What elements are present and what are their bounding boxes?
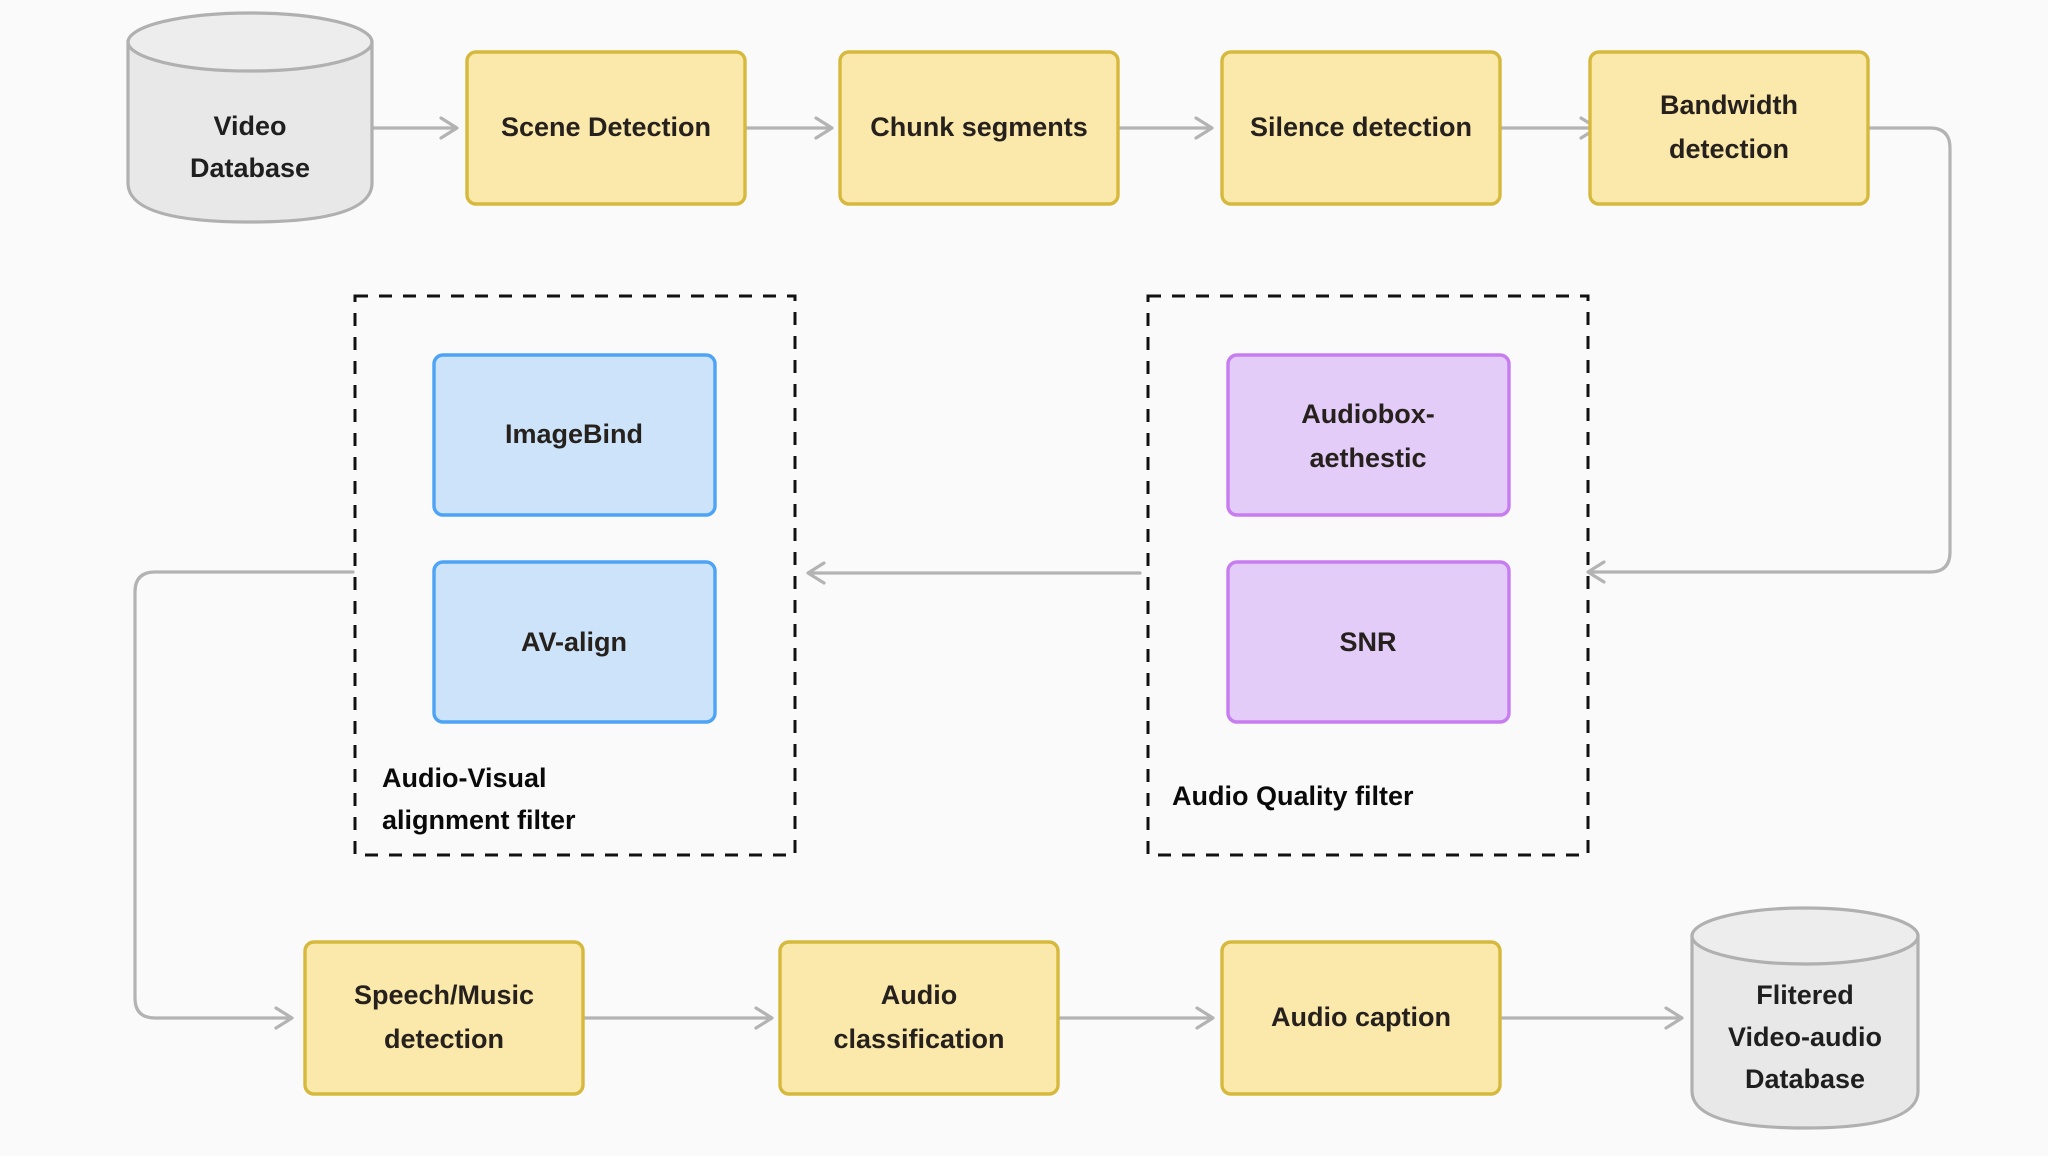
filtered-database-top-ellipse — [1690, 906, 1920, 966]
group-audio-quality-filter[interactable]: Audiobox- aethestic SNR Audio Quality fi… — [1146, 294, 1590, 857]
audio-quality-filter-dashed-box — [1146, 294, 1590, 857]
edges-layer — [133, 116, 1952, 1030]
snr-box — [1226, 560, 1511, 724]
video-database[interactable]: Video Database — [126, 11, 374, 224]
audio-visual-alignment-filter-label-line-1: Audio-Visual — [382, 763, 547, 793]
audio-classification-label-line-2: classification — [833, 1024, 1004, 1054]
audio-caption-box — [1220, 940, 1502, 1096]
node-bandwidth-detection[interactable]: Bandwidth detection — [1588, 50, 1870, 206]
filtered-video-audio-database[interactable]: Flitered Video-audio Database — [1690, 906, 1920, 1130]
video-database-body — [126, 40, 374, 224]
filtered-database-label-line-2: Video-audio — [1728, 1022, 1882, 1052]
audio-classification-label-line-1: Audio — [881, 980, 957, 1010]
speech-music-detection-label-line-1: Speech/Music — [354, 980, 534, 1010]
node-audio-classification[interactable]: Audio classification — [778, 940, 1060, 1096]
bandwidth-detection-box — [1588, 50, 1870, 206]
node-audio-caption[interactable]: Audio caption — [1220, 940, 1502, 1096]
audiobox-aethestic-label-line-1: Audiobox- — [1301, 399, 1434, 429]
scene-detection-box — [465, 50, 747, 206]
speech-music-detection-box — [303, 940, 585, 1096]
node-silence-detection[interactable]: Silence detection — [1220, 50, 1502, 206]
audio-visual-alignment-filter-dashed-box — [353, 294, 797, 857]
filtered-database-label-line-1: Flitered — [1756, 980, 1854, 1010]
imagebind-label: ImageBind — [505, 419, 643, 449]
video-database-label-line-2: Database — [190, 153, 310, 183]
audiobox-aethestic-box — [1226, 353, 1511, 517]
video-database-top-ellipse — [126, 11, 374, 73]
bandwidth-detection-label-line-1: Bandwidth — [1660, 90, 1798, 120]
node-scene-detection[interactable]: Scene Detection — [465, 50, 747, 206]
edge-bandwidth-detection-to-audio-quality-filter — [1588, 126, 1952, 574]
group-audio-visual-alignment-filter[interactable]: ImageBind AV-align Audio-Visual alignmen… — [353, 294, 797, 857]
arrowhead-silence-detection — [1194, 116, 1214, 140]
node-snr[interactable]: SNR — [1226, 560, 1511, 724]
arrowhead-speech-music-detection — [274, 1006, 294, 1030]
filtered-database-label-line-3: Database — [1745, 1064, 1865, 1094]
arrowhead-audio-quality-filter — [1586, 560, 1606, 584]
node-audiobox-aethestic[interactable]: Audiobox- aethestic — [1226, 353, 1511, 517]
bandwidth-detection-label-line-2: detection — [1669, 134, 1789, 164]
chunk-segments-box — [838, 50, 1120, 206]
node-speech-music-detection[interactable]: Speech/Music detection — [303, 940, 585, 1096]
node-chunk-segments[interactable]: Chunk segments — [838, 50, 1120, 206]
edge-av-alignment-filter-to-speech-music-detection — [133, 570, 355, 1020]
arrowhead-audio-classification — [754, 1006, 774, 1030]
av-align-label: AV-align — [521, 627, 627, 657]
filtered-database-body — [1690, 934, 1920, 1130]
arrowhead-scene-detection — [439, 116, 459, 140]
arrowhead-audio-caption — [1195, 1006, 1215, 1030]
audio-quality-filter-label: Audio Quality filter — [1172, 781, 1414, 811]
node-av-align[interactable]: AV-align — [432, 560, 717, 724]
arrowhead-av-alignment-filter — [806, 561, 826, 585]
audiobox-aethestic-label-line-2: aethestic — [1309, 443, 1426, 473]
imagebind-box — [432, 353, 717, 517]
arrowhead-filtered-database — [1664, 1006, 1684, 1030]
audio-caption-label: Audio caption — [1271, 1002, 1451, 1032]
audio-visual-alignment-filter-label-line-2: alignment filter — [382, 805, 576, 835]
silence-detection-label: Silence detection — [1250, 112, 1472, 142]
silence-detection-box — [1220, 50, 1502, 206]
snr-label: SNR — [1339, 627, 1396, 657]
scene-detection-label: Scene Detection — [501, 112, 711, 142]
speech-music-detection-label-line-2: detection — [384, 1024, 504, 1054]
node-imagebind[interactable]: ImageBind — [432, 353, 717, 517]
audio-classification-box — [778, 940, 1060, 1096]
chunk-segments-label: Chunk segments — [870, 112, 1088, 142]
arrowhead-chunk-segments — [814, 116, 834, 140]
av-align-box — [432, 560, 717, 724]
video-database-label-line-1: Video — [213, 111, 286, 141]
